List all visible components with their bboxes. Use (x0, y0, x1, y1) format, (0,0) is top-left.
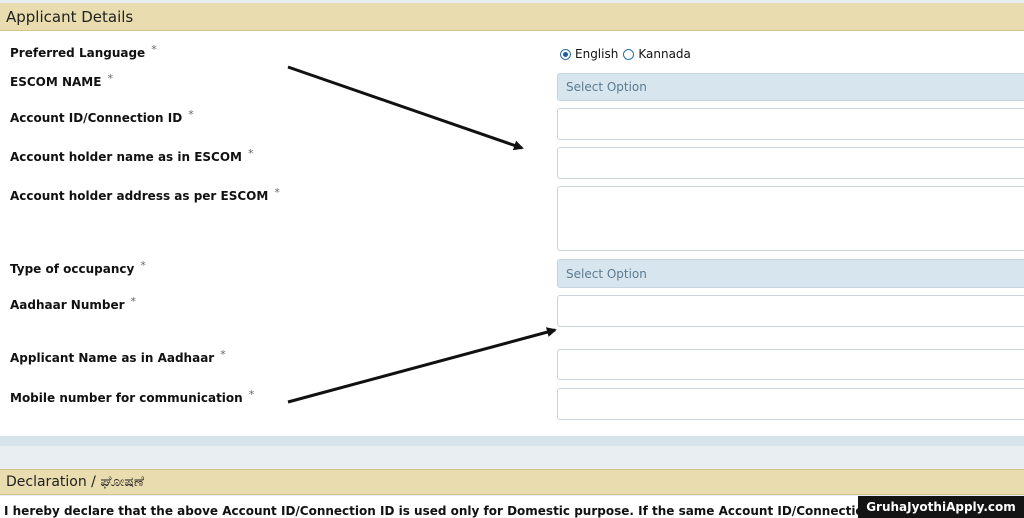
aadhaar-label: Aadhaar Number * (10, 295, 137, 312)
applicant-name-input[interactable] (557, 349, 1024, 380)
escom-name-label-text: ESCOM NAME (10, 75, 102, 89)
aadhaar-input[interactable] (557, 295, 1024, 327)
holder-address-label-text: Account holder address as per ESCOM (10, 189, 269, 203)
radio-kannada[interactable] (623, 48, 635, 60)
preferred-language-radio-group: English Kannada (560, 47, 696, 61)
escom-name-label: ESCOM NAME * (10, 72, 113, 89)
section-divider (0, 436, 1024, 446)
applicant-name-label-text: Applicant Name as in Aadhaar (10, 351, 215, 365)
occupancy-select[interactable]: Select Option (557, 259, 1024, 288)
required-marker: * (248, 388, 255, 401)
required-marker: * (188, 108, 194, 121)
declaration-header: Declaration / ಘೋಷಣೆ (0, 469, 1024, 495)
required-marker: * (130, 295, 137, 308)
holder-name-input[interactable] (557, 147, 1024, 179)
required-marker: * (107, 72, 113, 85)
preferred-language-label: Preferred Language * (10, 43, 157, 60)
mobile-input[interactable] (557, 388, 1024, 420)
required-marker: * (140, 259, 146, 272)
required-marker: * (151, 43, 157, 56)
holder-address-label: Account holder address as per ESCOM * (10, 186, 280, 203)
occupancy-label: Type of occupancy * (10, 259, 146, 276)
required-marker: * (220, 348, 226, 361)
watermark-badge: GruhaJyothiApply.com (858, 496, 1024, 518)
aadhaar-label-text: Aadhaar Number (10, 298, 125, 312)
holder-name-label-text: Account holder name as in ESCOM (10, 150, 242, 164)
applicant-details-header: Applicant Details (0, 3, 1024, 31)
escom-name-select[interactable]: Select Option (557, 73, 1024, 101)
preferred-language-label-text: Preferred Language (10, 46, 146, 60)
radio-english-label[interactable]: English (575, 47, 619, 61)
required-marker: * (247, 147, 254, 160)
applicant-name-label: Applicant Name as in Aadhaar * (10, 348, 226, 365)
mobile-label: Mobile number for communication * (10, 388, 255, 405)
mobile-label-text: Mobile number for communication (10, 391, 243, 405)
radio-english[interactable] (560, 48, 571, 60)
occupancy-label-text: Type of occupancy (10, 262, 135, 276)
account-id-input[interactable] (557, 108, 1024, 140)
account-id-label-text: Account ID/Connection ID (10, 111, 183, 125)
declaration-text: I hereby declare that the above Account … (0, 496, 1024, 518)
holder-name-label: Account holder name as in ESCOM * (10, 147, 254, 164)
holder-address-textarea[interactable] (557, 186, 1024, 251)
required-marker: * (274, 186, 280, 199)
account-id-label: Account ID/Connection ID * (10, 108, 194, 125)
radio-kannada-label[interactable]: Kannada (638, 47, 691, 61)
